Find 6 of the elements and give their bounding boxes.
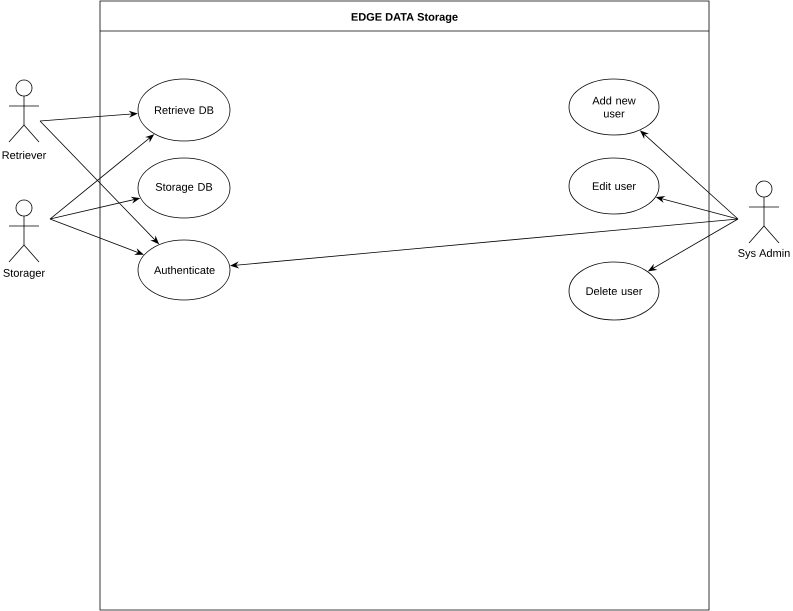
- actor-figure: Retriever: [2, 80, 46, 160]
- node-label: Sys Admin: [738, 248, 790, 260]
- actor-figure: Storager: [3, 200, 45, 279]
- node-label: Retriever: [2, 150, 46, 160]
- actor-figure: Sys Admin: [738, 180, 790, 260]
- node-label: Storager: [3, 269, 45, 279]
